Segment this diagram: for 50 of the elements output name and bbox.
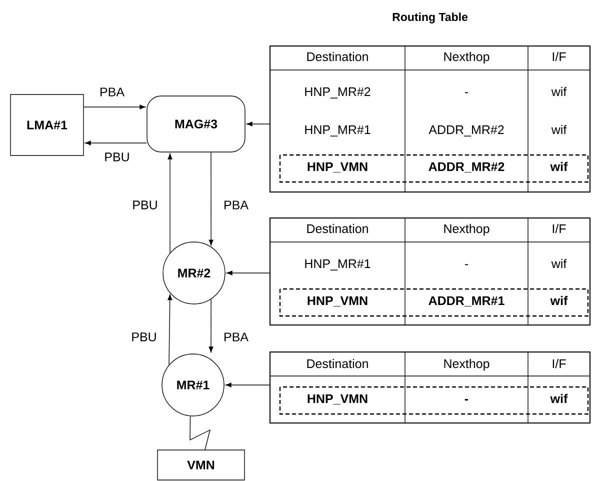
- arrow: [168, 154, 172, 254]
- table-cell: HNP_VMN: [308, 394, 368, 405]
- table-title: Routing Table: [392, 12, 468, 24]
- column-header: Nexthop: [444, 224, 490, 236]
- column-header: I/F: [552, 52, 566, 62]
- table-cell: wif: [551, 124, 567, 134]
- node-box: LMA#1: [10, 94, 84, 156]
- arrow: [246, 122, 270, 126]
- edge-label: PBU: [130, 332, 158, 342]
- table-cell: -: [464, 399, 468, 400]
- table-cell: wif: [551, 258, 567, 268]
- table-cell: -: [464, 264, 468, 266]
- table-cell: HNP_MR#1: [305, 125, 370, 136]
- table-cell: HNP_MR#2: [305, 87, 370, 98]
- arrow: [85, 140, 147, 146]
- arrow: [208, 298, 214, 352]
- edge-label: PBA: [98, 86, 126, 98]
- arrow: [226, 270, 270, 276]
- router-box: MAG#3: [146, 96, 246, 152]
- edge-label: PBA: [222, 200, 250, 210]
- routing-table: [270, 352, 590, 424]
- arrow: [208, 152, 214, 246]
- column-header: Nexthop: [444, 358, 490, 371]
- routing-table: [270, 218, 590, 326]
- column-header: Nexthop: [444, 52, 490, 64]
- table-cell: wif: [551, 86, 567, 96]
- table-cell: ADDR_MR#2: [428, 125, 504, 136]
- table-cell: -: [464, 92, 468, 94]
- column-header: Destination: [307, 52, 368, 62]
- table-cell: wif: [550, 394, 568, 403]
- wireless-link: [190, 416, 211, 450]
- table-cell: ADDR_MR#2: [428, 162, 504, 173]
- column-header: I/F: [552, 358, 566, 368]
- column-header: Destination: [307, 224, 368, 234]
- column-header: I/F: [552, 224, 566, 234]
- table-cell: wif: [550, 162, 568, 171]
- table-cell: HNP_MR#1: [305, 259, 370, 270]
- table-cell: wif: [550, 296, 568, 305]
- edge-label: PBU: [131, 200, 159, 210]
- arrow: [226, 382, 270, 388]
- table-cell: HNP_VMN: [308, 296, 368, 307]
- edge-label: PBA: [222, 332, 250, 342]
- arrow: [84, 104, 146, 110]
- table-cell: HNP_VMN: [308, 162, 368, 173]
- routing-table: [270, 46, 590, 192]
- edge-label: PBU: [103, 152, 131, 162]
- node-box: VMN: [157, 450, 245, 480]
- table-cell: ADDR_MR#1: [428, 296, 504, 307]
- column-header: Destination: [307, 358, 368, 368]
- arrow: [168, 294, 172, 366]
